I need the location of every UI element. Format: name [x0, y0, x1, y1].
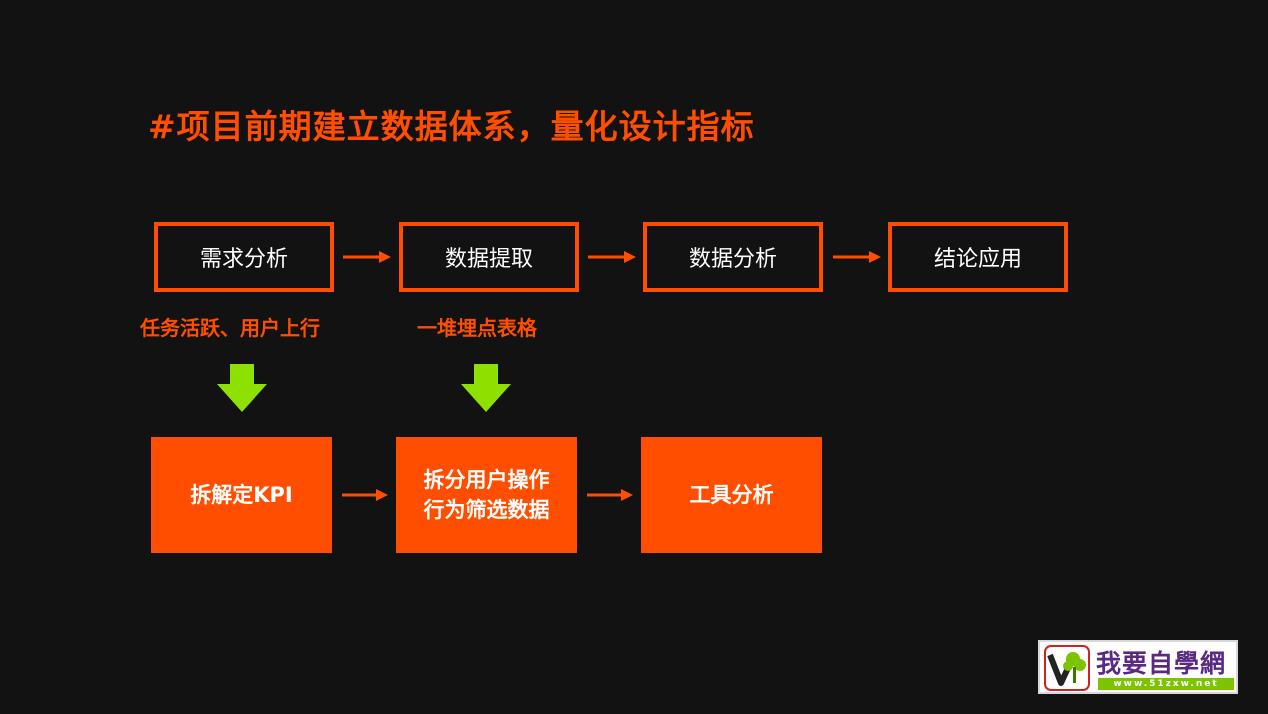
right-arrow-icon	[342, 489, 388, 501]
flow-step-label: 数据提取	[444, 247, 533, 272]
flow-step-data-analysis: 数据分析	[643, 222, 823, 292]
flow-step-data-extraction: 数据提取	[399, 222, 579, 292]
flow-step-conclusion-application: 结论应用	[888, 222, 1068, 292]
logo-name: 我要自學網	[1096, 649, 1227, 678]
right-arrow-icon	[587, 489, 633, 501]
logo-url: www.51zxw.net	[1098, 678, 1234, 690]
right-arrow-icon	[343, 251, 391, 263]
down-arrow-icon	[461, 364, 511, 412]
site-logo: 我要自學網 www.51zxw.net	[1038, 640, 1238, 694]
flow-step-user-behavior-filter: 拆分用户操作 行为筛选数据	[396, 437, 577, 553]
right-arrow-icon	[833, 251, 881, 263]
flow-step-label: 需求分析	[199, 247, 288, 272]
down-arrow-icon	[217, 364, 267, 412]
flow-step-label: 拆解定KPI	[190, 483, 293, 507]
note-tracking-tables: 一堆埋点表格	[417, 316, 537, 340]
flow-step-tool-analysis: 工具分析	[641, 437, 822, 553]
slide-title: #项目前期建立数据体系，量化设计指标	[148, 107, 755, 146]
flow-step-kpi-breakdown: 拆解定KPI	[151, 437, 332, 553]
logo-mark-icon	[1044, 645, 1090, 691]
flow-step-requirements-analysis: 需求分析	[154, 222, 334, 292]
flow-step-label: 拆分用户操作 行为筛选数据	[423, 468, 550, 522]
flow-step-label: 数据分析	[688, 247, 777, 272]
right-arrow-icon	[588, 251, 636, 263]
flow-step-label: 工具分析	[689, 483, 774, 507]
flow-step-label: 结论应用	[933, 247, 1022, 272]
note-task-activity: 任务活跃、用户上行	[140, 316, 320, 340]
